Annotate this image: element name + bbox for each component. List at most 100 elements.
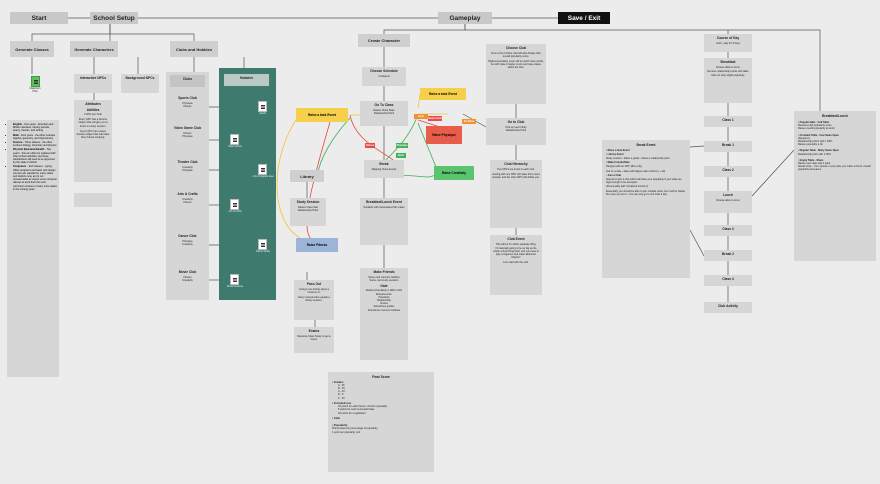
table-option-text: Raises popularity a bit (798, 143, 823, 147)
gate-requirement: Scores (380, 302, 388, 306)
break-event-item: Study session - Raise a grade - Raise a … (606, 157, 686, 160)
friend-score-item: 15 points for each friend + friend's pop… (338, 405, 388, 409)
tag-art-raise: Art Raise (462, 119, 476, 124)
club-stat: Creativity (182, 278, 193, 282)
table-option-item: • Regular Table - Many Seats Open (798, 149, 839, 153)
break-event-item: Ask on a date - dates will happen after … (606, 170, 686, 173)
break-event-text: Ask on a date - dates will happen after … (606, 169, 666, 173)
day-step-label: Class 4 (722, 277, 734, 281)
hobby-document-icon (230, 134, 239, 145)
table-option-item: • Crowded Table - Few Seats Open (798, 133, 839, 137)
day-step-break-2: Break 2 (704, 250, 752, 261)
class-requirement-item: Math - Four years - the other includes a… (13, 134, 57, 140)
hobbies-panel (219, 68, 276, 300)
break-event-item: • Join a Club (606, 173, 622, 177)
break-event-item: (Presumably add "turnabout function") (606, 185, 686, 188)
break-event-item: Attempt to join a club which will raise … (606, 178, 686, 184)
table-option-text: Raises new class stat 1 point (798, 162, 831, 166)
table-option-text: Reaches high popularity score (798, 124, 832, 128)
save-exit-node: Save / Exit (558, 12, 610, 24)
gate-requirement: Requirements: (375, 292, 393, 296)
break-event-head: Library Event (607, 152, 624, 156)
day-step-label: Class 1 (722, 118, 734, 122)
raise-creativity-node: Raise Creativity (434, 166, 474, 180)
club-name: Dance Club (178, 234, 197, 238)
tag-ends: Ends (414, 114, 428, 119)
attributes-node: Attributes Abilities 2 NPC per Club Ever… (74, 100, 112, 182)
grade-item: B - 15 (338, 387, 345, 390)
gate-requirement: Sometimes common hobbies (367, 308, 401, 312)
table-option-text: Relationship point with 1 NPC (798, 152, 832, 156)
class-requirement-text: Two year's - this can often be replaced … (13, 148, 56, 165)
grade-item: A - 25 (338, 383, 345, 387)
day-step-label: Break 1 (722, 143, 734, 147)
break-event-head: Make Friends/Date (607, 161, 630, 165)
day-step-label: Class 2 (722, 168, 734, 172)
break-event-text: Essentially you should be able to join m… (606, 189, 686, 196)
club-stat: Creativity (182, 197, 193, 201)
table-option-text: Relationship points with 1 NPC (798, 140, 833, 144)
make-friends-node: Make Friends Some cool common hobbies So… (360, 268, 408, 360)
library-node: Library (290, 170, 324, 182)
club-stat: Physique (182, 239, 193, 243)
table-option-head: Regular Table - Many Seats Open (799, 149, 839, 153)
tag-physique: Physique (396, 143, 408, 148)
generate-characters-node: Generate Characters (70, 41, 118, 57)
class-requirement-item: Science - Three classes - the other invo… (13, 141, 57, 147)
break-event-text: Attempt to join a club which will raise … (606, 177, 682, 185)
hobby-document-label: Arts & Crafts (228, 211, 242, 213)
club-stat: Physique (182, 168, 193, 172)
class-requirement-head: Science (13, 141, 23, 145)
table-option-head: Crowded Table - Few Seats Open (799, 133, 839, 137)
table-option-item: Raises new class stat 1 point (798, 162, 872, 165)
class-requirement-head: Physical Education/Health (13, 148, 45, 152)
hobby-document-icon (230, 199, 239, 210)
hobby-document-icon (230, 274, 239, 285)
school-setup-node: School Setup (90, 12, 138, 24)
table-option-head: Empty Table - Shuts (799, 158, 824, 162)
day-step-label: Lunch (723, 193, 733, 197)
break-event-item: • Library Event (606, 152, 624, 156)
day-step-class-3: Class 3 (704, 225, 752, 236)
background-npcs-node: Background NPCs (121, 74, 159, 93)
table-option-item: Raises overall popularity at lunch (798, 127, 872, 130)
table-option-text: (Requires) (798, 136, 810, 140)
break-event-item: Hangout with an NPC (Bus only) (606, 165, 686, 168)
start-node: Start (10, 12, 68, 24)
raise-task-event-right: Raise a task Event (420, 88, 466, 100)
club-stat: Creativity (182, 242, 193, 246)
grade-item: C - 10 (338, 390, 345, 394)
hobby-document-icon (258, 239, 267, 250)
table-option-item: (Requires) (798, 137, 872, 140)
club-stat: Physique (182, 134, 193, 138)
gate-requirement: Popularity (378, 295, 390, 299)
day-step-class-2: Class 2 (704, 166, 752, 177)
gate-requirement: Relaxes Popularity in ARCs Club (365, 289, 403, 293)
break-event-text: Study session - Raise a grade - Raise a … (606, 156, 670, 160)
class-requirement-item: English - Five years - American and Brit… (13, 123, 57, 133)
raise-task-event-left: Raise a task Event (296, 108, 348, 122)
empty-character-node (74, 193, 112, 207)
breakfast-lunch-panel: Breakfast/Lunch • Popular table - Full T… (794, 111, 876, 261)
tag-fitness: Fitness (365, 143, 375, 148)
break-event-text: Hangout with an NPC (Bus only) (606, 165, 642, 169)
grade-item: F - 10 (338, 396, 345, 400)
hobby-document-icon (258, 164, 267, 175)
table-option-head: Popular table - Full Table (799, 121, 830, 124)
generate-classes-node: Generate Classes (10, 41, 54, 57)
break-event-text: (Presumably add "turnabout function") (606, 185, 649, 189)
